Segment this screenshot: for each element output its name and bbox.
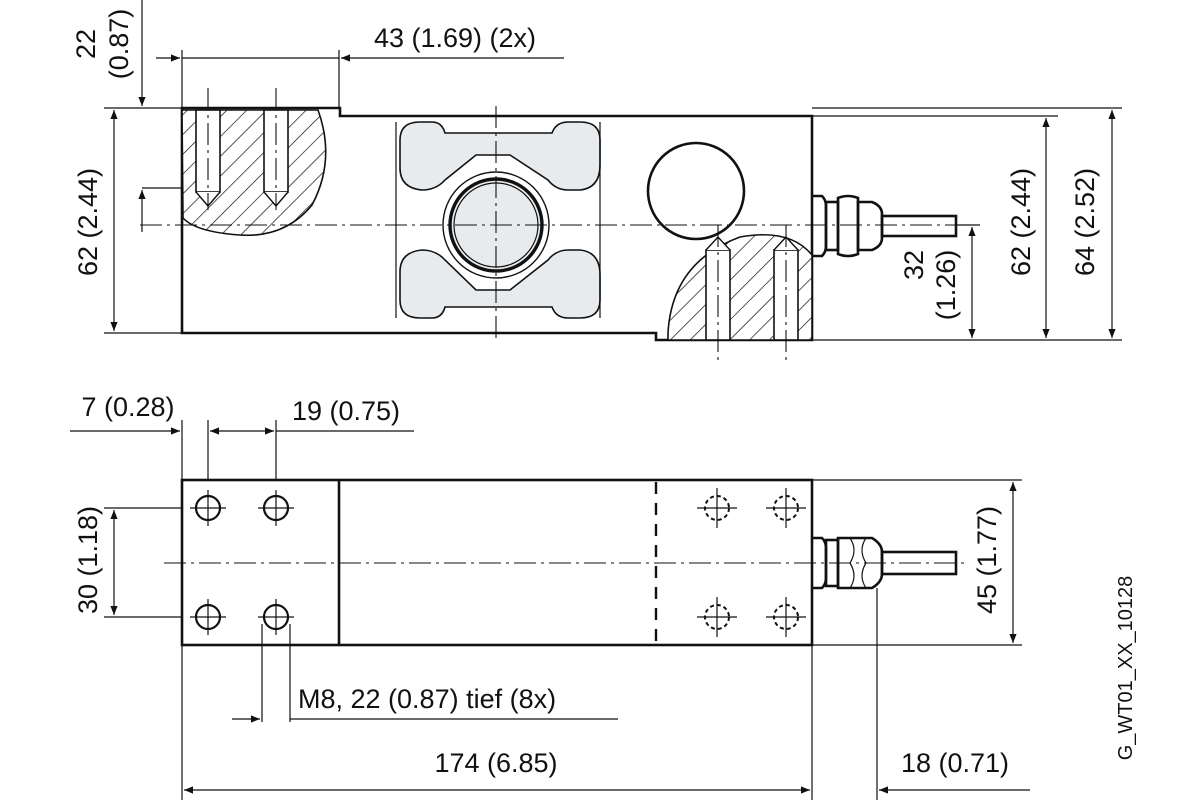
dim-total-height: 64 (2.52) [1070,168,1100,276]
dim-length: 174 (6.85) [434,748,557,778]
dim-top-depth-value: 22 [71,29,101,59]
dim-hole-pitch: 19 (0.75) [292,396,400,426]
dim-hole-spacing-top: 43 (1.69) (2x) [374,23,536,53]
dim-cable-gland: 18 (0.71) [901,748,1009,778]
dim-left-height: 62 (2.44) [73,168,103,276]
cable-gland-side [812,194,958,258]
dim-width: 45 (1.77) [972,506,1002,614]
mounting-holes-left [190,490,294,635]
drawing-code: G_WT01_XX_10128 [1115,576,1137,761]
dim-cable-height-inch: (1.26) [931,250,961,321]
top-view: 7 (0.28) 19 (0.75) 30 (1.18) 45 (1.77) M… [70,392,1030,800]
thread-note: M8, 22 (0.87) tief (8x) [298,684,556,714]
dim-cable-height-value: 32 [899,250,929,280]
sealing-cap [646,141,746,241]
cable-gland-top [812,536,958,590]
dim-hole-spacing-vertical: 30 (1.18) [73,506,103,614]
dim-right-height: 62 (2.44) [1006,168,1036,276]
dim-top-depth-inch: (0.87) [104,9,134,80]
mounting-holes-right [697,488,806,637]
dim-edge-offset: 7 (0.28) [81,392,174,422]
side-view: 62 (2.44) 22 (0.87) 43 (1.69) (2x) 32 (1… [71,0,1122,365]
